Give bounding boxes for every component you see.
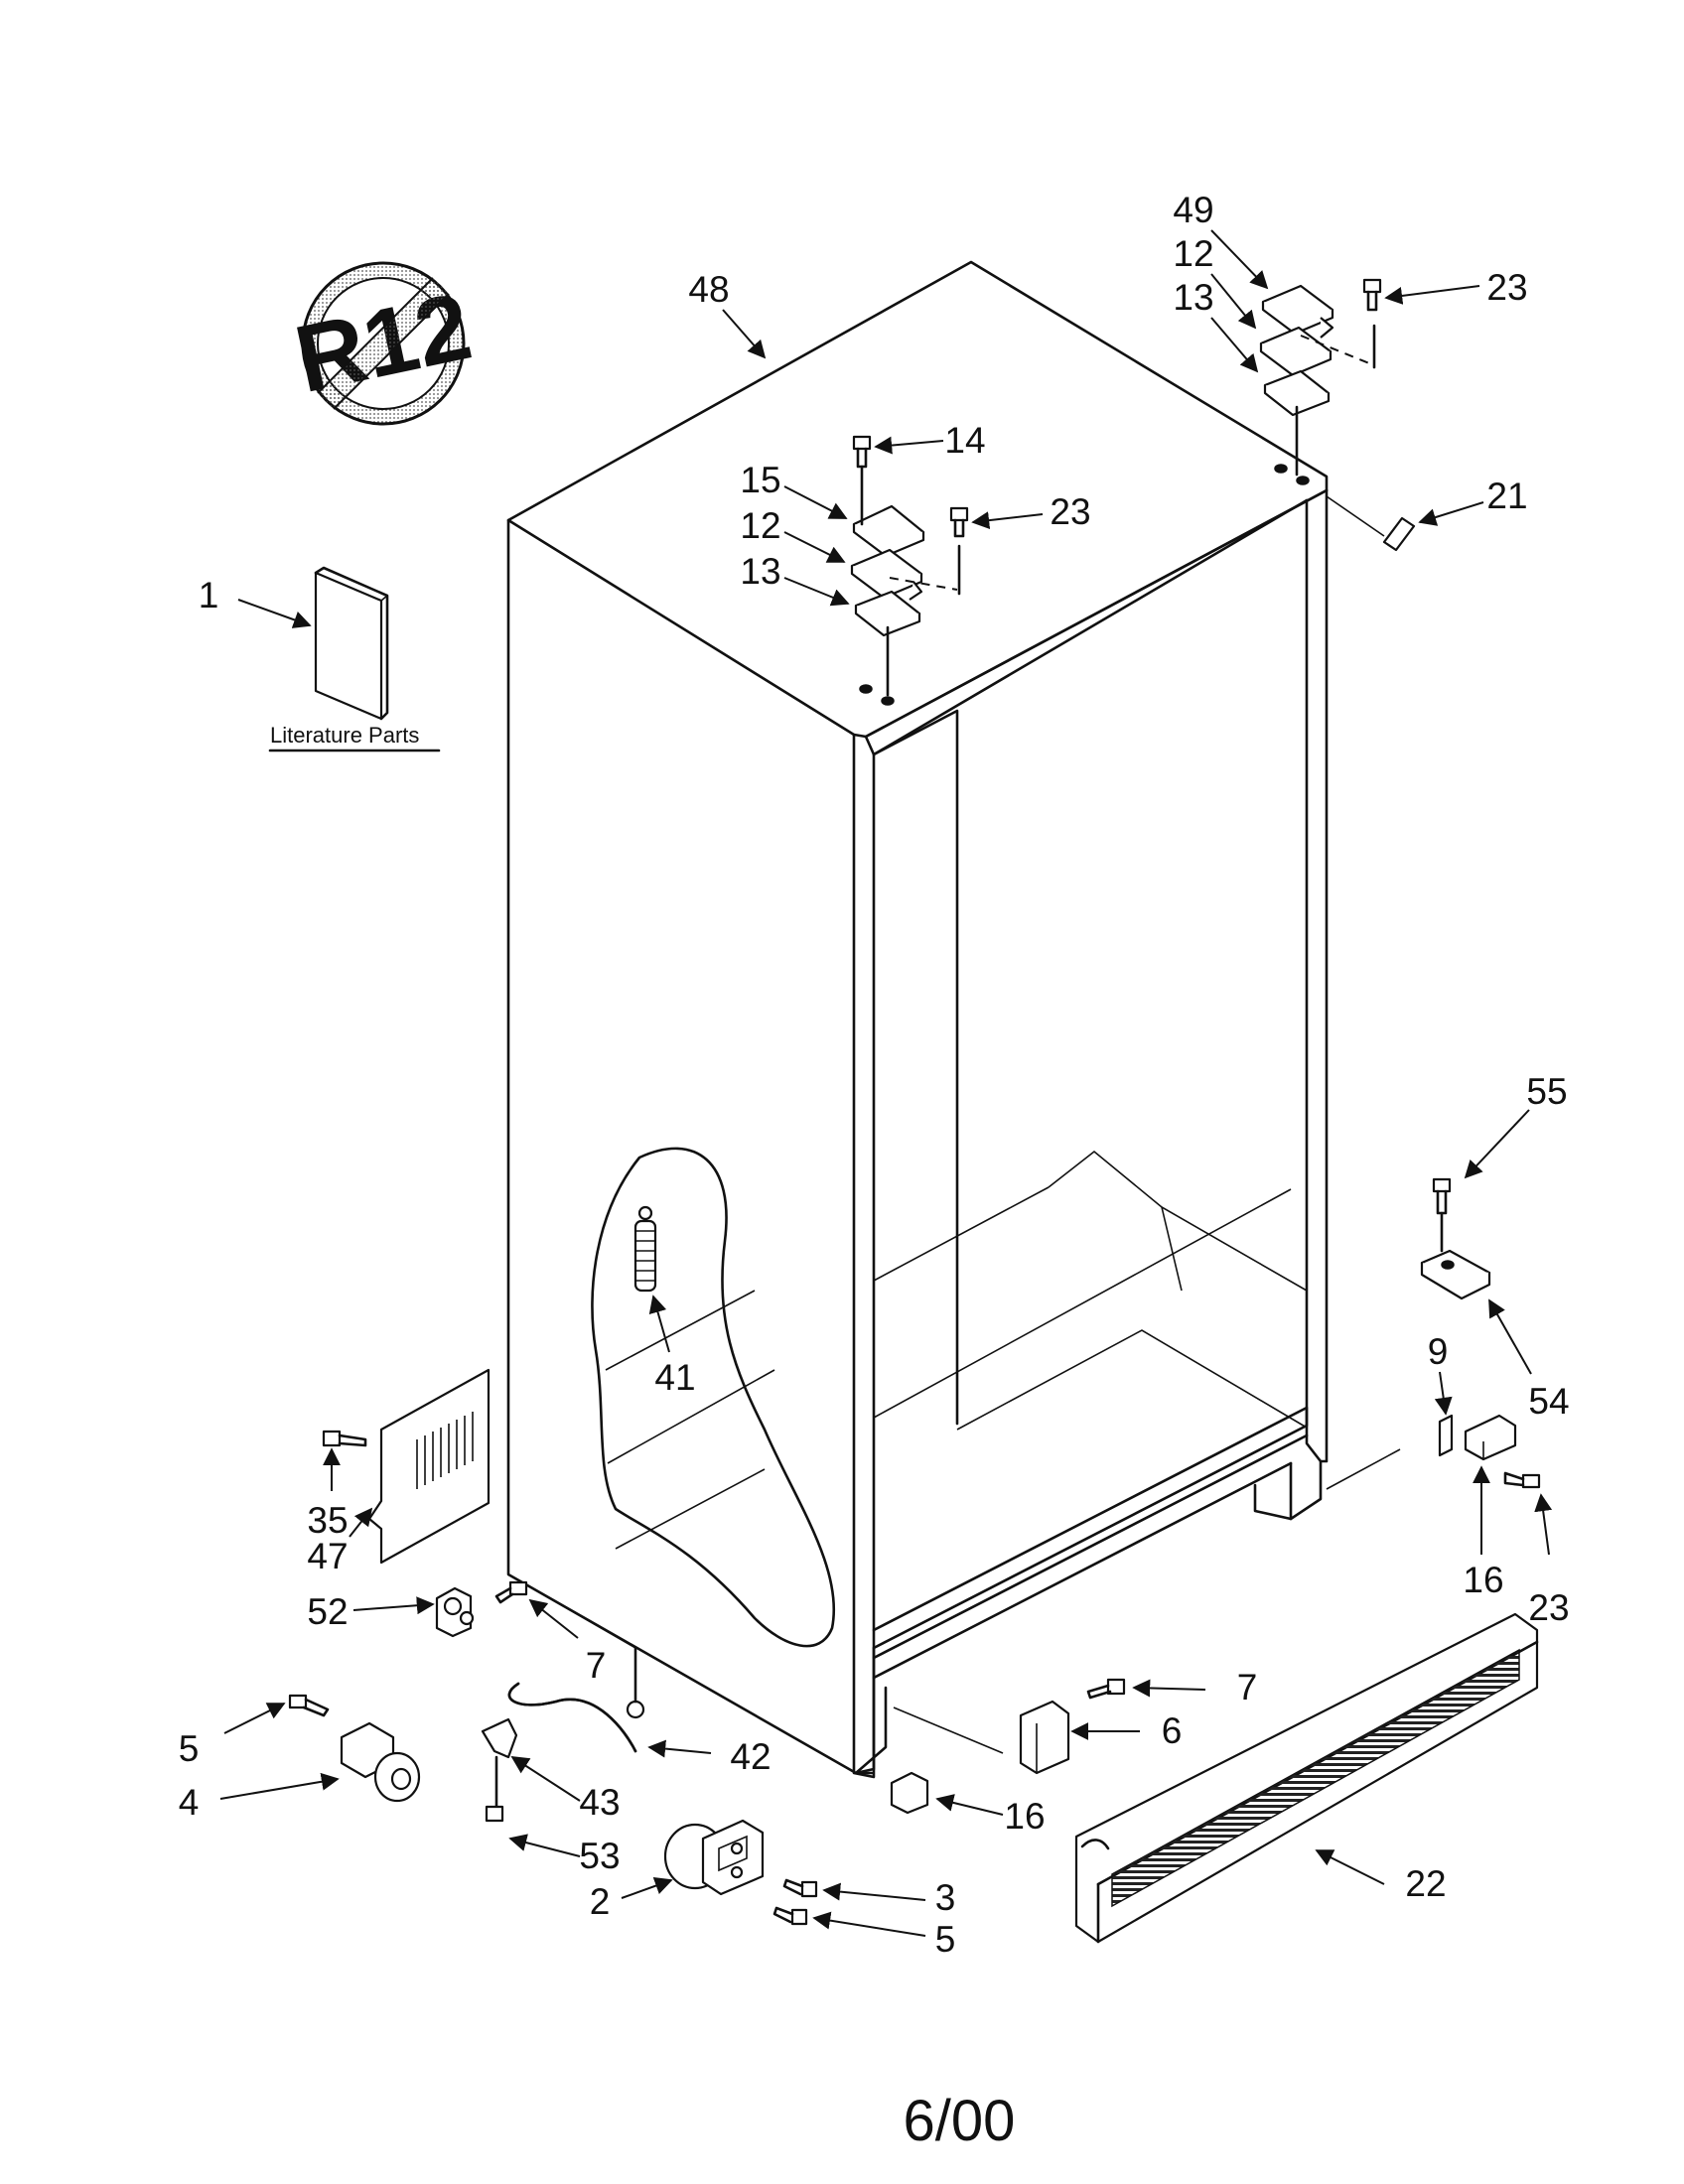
part-22-toe-grille	[1074, 1612, 1539, 1944]
part-47-vent-panel	[322, 1368, 491, 1565]
callout-leader-lines	[219, 229, 1553, 1937]
callout-53: 53	[579, 1836, 620, 1876]
callout-23-left: 23	[1050, 491, 1090, 532]
callout-52: 52	[307, 1591, 348, 1632]
left-top-hinge-assembly	[850, 435, 969, 697]
part-42-drain-tube	[507, 1646, 645, 1753]
part-53-screw	[485, 1805, 504, 1823]
part-43-clip	[481, 1717, 518, 1809]
callout-23-top-right: 23	[1486, 267, 1527, 308]
callout-49: 49	[1173, 190, 1213, 230]
callout-35: 35	[307, 1500, 348, 1541]
callout-41: 41	[654, 1357, 695, 1398]
callout-23-right: 23	[1528, 1587, 1569, 1628]
callout-13-top-right: 13	[1173, 277, 1213, 318]
callout-1: 1	[199, 575, 219, 615]
literature-parts-label: Literature Parts	[270, 723, 419, 748]
callout-54: 54	[1528, 1381, 1569, 1422]
callout-6: 6	[1162, 1710, 1183, 1751]
callout-15: 15	[740, 460, 780, 500]
part-6-hinge-bracket	[1019, 1678, 1126, 1775]
callout-55: 55	[1526, 1071, 1567, 1112]
cabinet-shell	[506, 260, 1401, 1779]
part-4-roller	[288, 1694, 421, 1803]
callout-4: 4	[179, 1782, 200, 1823]
part-41-spring	[633, 1205, 657, 1293]
callout-5-left: 5	[179, 1728, 200, 1769]
callout-48: 48	[688, 269, 729, 310]
part-55-screw	[1432, 1177, 1452, 1253]
callout-42: 42	[730, 1736, 771, 1777]
part-54-bracket	[1420, 1249, 1491, 1300]
callout-14: 14	[944, 420, 985, 461]
callout-47: 47	[307, 1536, 348, 1576]
callout-9: 9	[1428, 1331, 1449, 1372]
no-r12-logo: R12	[287, 261, 480, 426]
part-2-roller-assembly	[663, 1819, 818, 1926]
part-16-bracket-bottom	[890, 1771, 929, 1815]
callout-16-right: 16	[1463, 1560, 1503, 1600]
callout-21: 21	[1486, 476, 1527, 516]
right-hinge-parts	[1438, 1414, 1541, 1489]
callout-3: 3	[935, 1877, 956, 1918]
callout-12-top-right: 12	[1173, 233, 1213, 274]
callout-13-left: 13	[740, 551, 780, 592]
callout-5-bottom: 5	[935, 1919, 956, 1960]
literature-parts-booklet	[314, 566, 389, 721]
date-code: 6/00	[904, 2089, 1016, 2153]
callout-16-bottom: 16	[1004, 1796, 1045, 1837]
top-hinge-holes	[859, 464, 1310, 706]
callout-22: 22	[1405, 1863, 1446, 1904]
callout-7-right: 7	[1237, 1667, 1258, 1707]
right-top-hinge-assembly	[1259, 278, 1382, 477]
callout-labels: 1 48 49 12 13 23 14 15 12 13 23 21 41 55…	[179, 190, 1570, 1960]
callout-2: 2	[590, 1881, 611, 1922]
callout-12-left: 12	[740, 505, 780, 546]
callout-7-left: 7	[586, 1645, 607, 1686]
part-21-pin	[1326, 495, 1416, 552]
part-52-clamp	[435, 1580, 528, 1638]
callout-43: 43	[579, 1782, 620, 1823]
